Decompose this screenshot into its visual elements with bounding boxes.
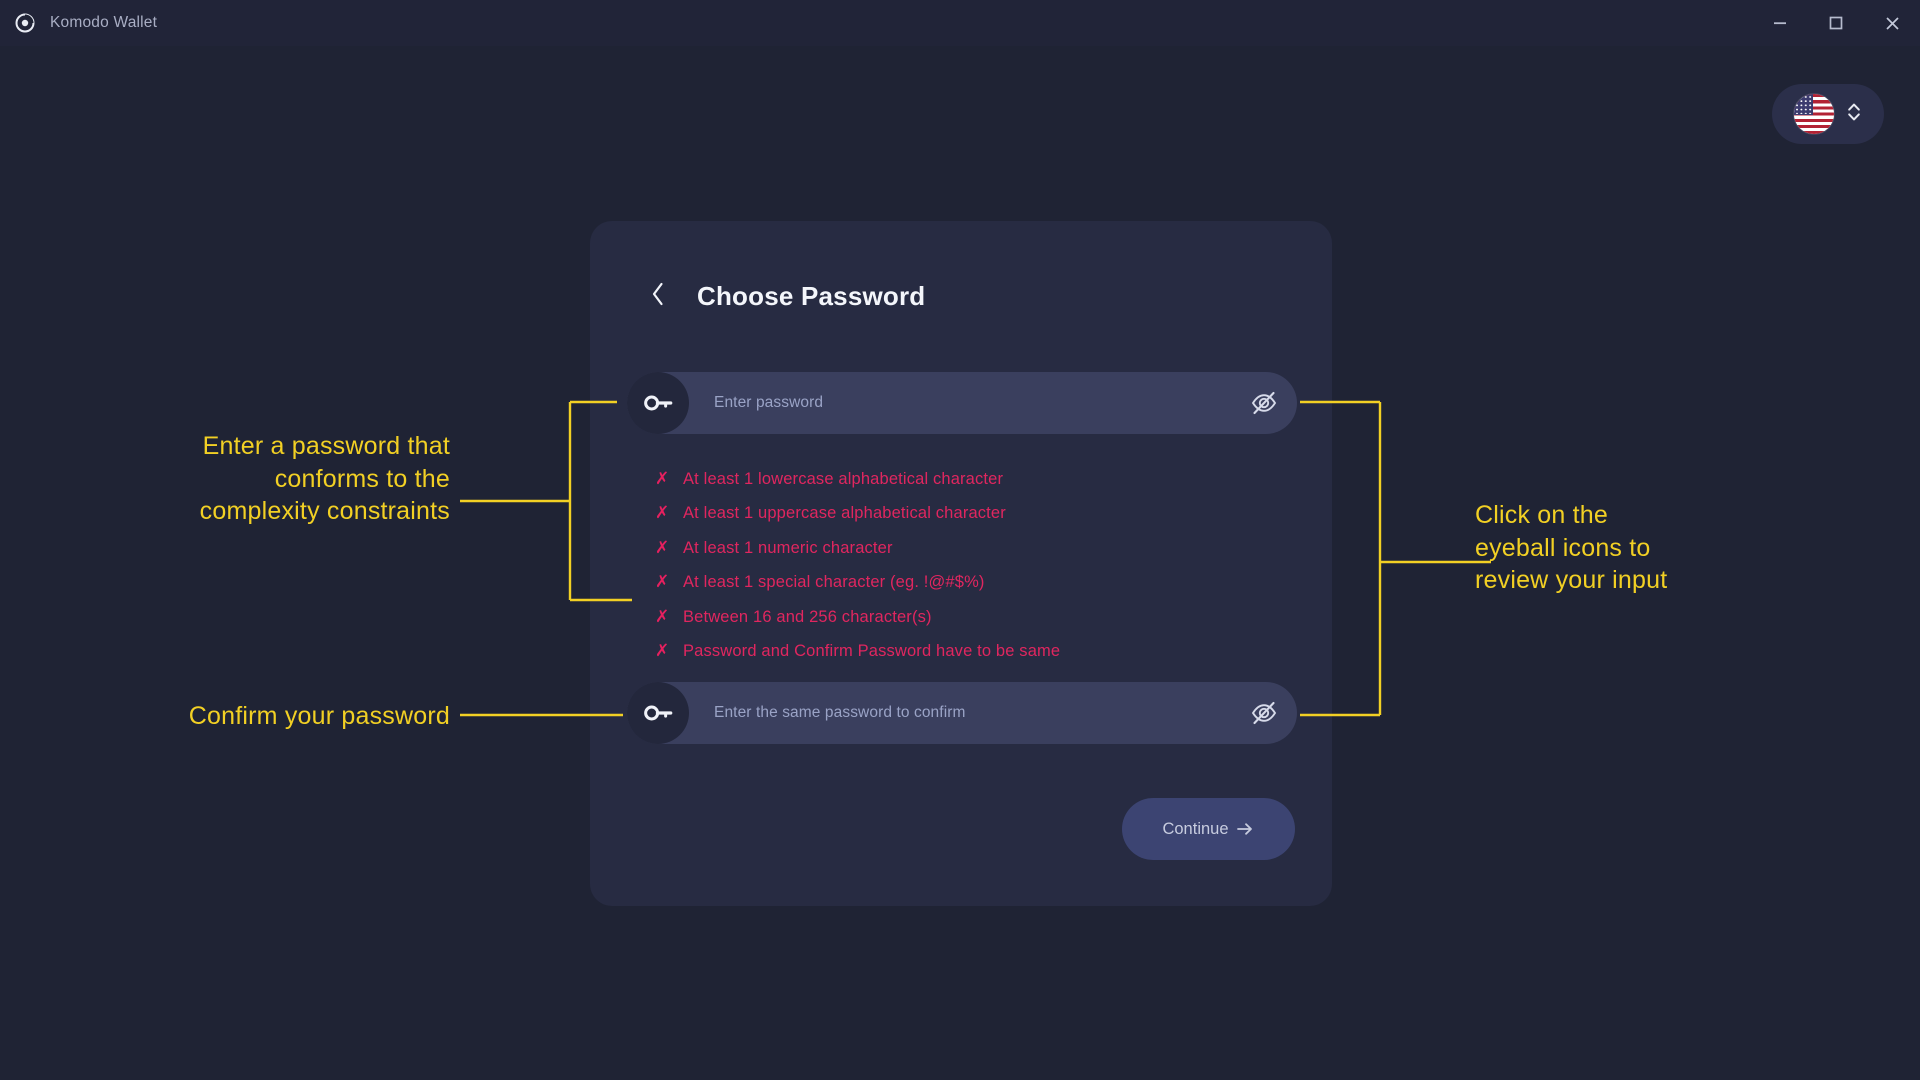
rule-fail-icon: ✗ <box>655 606 670 627</box>
rule-label: At least 1 uppercase alphabetical charac… <box>683 504 1006 523</box>
chevron-up-down-icon <box>1846 101 1862 128</box>
rule-label: Between 16 and 256 character(s) <box>683 607 932 626</box>
continue-button[interactable]: Continue <box>1122 798 1295 860</box>
us-flag-icon <box>1794 94 1834 134</box>
close-icon[interactable] <box>1864 0 1920 46</box>
validation-rules: ✗ At least 1 lowercase alphabetical char… <box>655 462 1275 669</box>
maximize-icon[interactable] <box>1808 0 1864 46</box>
continue-label: Continue <box>1162 819 1229 838</box>
key-icon <box>627 372 689 434</box>
window-controls <box>1752 0 1920 46</box>
page-title: Choose Password <box>697 281 926 311</box>
eye-off-icon[interactable] <box>1231 372 1297 434</box>
password-input[interactable]: Enter password <box>714 394 824 411</box>
choose-password-card: Choose Password <box>590 221 1332 906</box>
rule-label: At least 1 lowercase alphabetical charac… <box>683 469 1004 488</box>
validation-rule: ✗ Between 16 and 256 character(s) <box>655 600 1275 635</box>
rule-fail-icon: ✗ <box>655 503 670 524</box>
rule-fail-icon: ✗ <box>655 537 670 558</box>
minimize-icon[interactable] <box>1752 0 1808 46</box>
confirm-password-input[interactable]: Enter the same password to confirm <box>714 704 966 721</box>
eye-off-icon[interactable] <box>1231 682 1297 744</box>
validation-rule: ✗ Password and Confirm Password have to … <box>655 635 1275 670</box>
validation-rule: ✗ At least 1 lowercase alphabetical char… <box>655 462 1275 497</box>
rule-label: Password and Confirm Password have to be… <box>683 642 1061 661</box>
confirm-password-field[interactable]: Enter the same password to confirm <box>627 682 1297 744</box>
validation-rule: ✗ At least 1 special character (eg. !@#$… <box>655 566 1275 601</box>
rule-fail-icon: ✗ <box>655 468 670 489</box>
card-header: Choose Password <box>590 221 1332 312</box>
komodo-circle-icon <box>14 12 36 34</box>
validation-rule: ✗ At least 1 uppercase alphabetical char… <box>655 497 1275 532</box>
title-bar: Komodo Wallet <box>0 0 1920 46</box>
rule-label: At least 1 special character (eg. !@#$%) <box>683 573 985 592</box>
chevron-left-icon[interactable] <box>650 281 666 312</box>
annotation-eyeball: Click on the eyeball icons to review you… <box>1475 501 1668 594</box>
annotation-complexity: Enter a password that conforms to the co… <box>199 432 450 525</box>
validation-rule: ✗ At least 1 numeric character <box>655 531 1275 566</box>
password-field[interactable]: Enter password <box>627 372 1297 434</box>
rule-label: At least 1 numeric character <box>683 538 893 557</box>
arrow-right-icon <box>1235 819 1255 839</box>
rule-fail-icon: ✗ <box>655 572 670 593</box>
language-picker[interactable] <box>1772 84 1884 144</box>
rule-fail-icon: ✗ <box>655 641 670 662</box>
annotation-confirm: Confirm your password <box>188 702 450 730</box>
app-title: Komodo Wallet <box>50 14 158 31</box>
key-icon <box>627 682 689 744</box>
